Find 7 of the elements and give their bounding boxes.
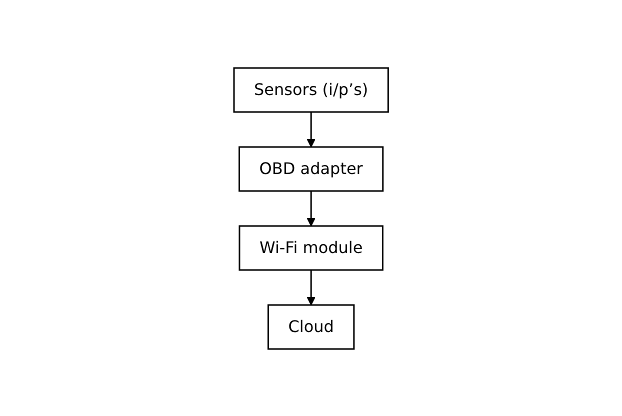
node-box: OBD adapter (238, 146, 384, 192)
arrow (306, 270, 316, 305)
node-box: Sensors (i/p’s) (233, 66, 389, 112)
node-box: Cloud (267, 304, 355, 350)
arrow (306, 190, 316, 226)
arrow (306, 112, 316, 147)
node-box: Wi-Fi module (238, 224, 384, 270)
